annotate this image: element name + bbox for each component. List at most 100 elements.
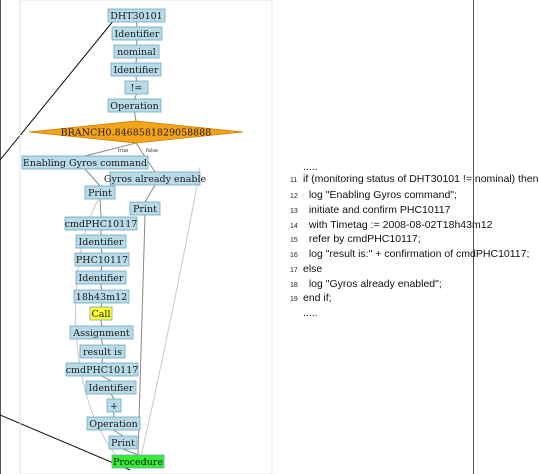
code-line: 13 initiate and confirm PHC10117 (290, 204, 450, 218)
flow-node: BRANCH0.8468581829058888 (28, 120, 244, 144)
node-label: cmdPHC10117 (66, 365, 139, 376)
flow-node: Procedure (111, 454, 165, 469)
node-label: Gyros already enable (104, 174, 207, 185)
node-box (75, 234, 127, 249)
flow-node: Identifier (75, 234, 127, 249)
flow-node: result is (79, 344, 126, 359)
zoom-line-top (0, 19, 115, 161)
code-line: 19 end if; (290, 292, 332, 306)
line-number: 19 (290, 296, 298, 303)
node-box (64, 216, 138, 231)
node-label: nominal (117, 47, 156, 58)
line-number: 14 (290, 223, 298, 230)
node-box (111, 26, 163, 41)
code-line: 15 refer by cmdPHC10117; (290, 233, 421, 247)
edge-n15-n16 (100, 302, 102, 308)
flow-node: cmdPHC10117 (65, 362, 139, 377)
procedure-node-box (111, 454, 165, 469)
flow-node: Operation (86, 416, 141, 431)
line-text: end if; (303, 292, 332, 304)
code-line: ..... (290, 307, 318, 319)
zoom-line-bottom (0, 414, 131, 471)
edge-n18-n19 (101, 357, 103, 364)
line-number: 18 (290, 282, 298, 289)
line-number: 11 (290, 177, 298, 184)
flow-node: Gyros already enable (104, 171, 207, 186)
node-box (85, 380, 137, 395)
node-label: Identifier (114, 65, 159, 76)
line-text: if (monitoring status of DHT30101 != nom… (303, 173, 539, 185)
line-text: ..... (303, 161, 318, 173)
edge-n2-n3 (135, 57, 137, 64)
code-line: 14 with Timetag := 2008-08-02T18h43m12 (290, 219, 492, 233)
code-line: ..... (290, 161, 318, 173)
code-line: 12 log "Enabling Gyros command"; (290, 189, 457, 203)
code-listing: ..... 11 if (monitoring status of DHT30101… (290, 161, 539, 331)
flow-node: DHT30101 (107, 8, 166, 23)
node-label: Procedure (113, 457, 163, 468)
node-label: Enabling Gyros command (23, 158, 147, 169)
edge-n7-n9 (84, 168, 101, 187)
node-box (75, 270, 127, 285)
node-box (106, 398, 122, 413)
edge-n6-n7 (84, 142, 137, 157)
node-label: result is (83, 347, 122, 358)
line-text: initiate and confirm PHC10117 (303, 204, 451, 216)
node-box (107, 98, 162, 113)
flow-node: + (106, 398, 122, 413)
line-number: 16 (290, 252, 298, 259)
line-number: 12 (290, 193, 298, 200)
node-label: Operation (89, 419, 137, 430)
node-label: + (110, 401, 118, 412)
node-label: Identifier (79, 237, 124, 248)
edge-label-true: true (118, 148, 128, 154)
flow-node: Call (89, 306, 113, 321)
flow-node: Print (129, 201, 161, 216)
flow-node: cmdPHC10117 (64, 216, 138, 231)
node-box (107, 8, 166, 23)
flow-node: Identifier (75, 270, 127, 285)
node-label: BRANCH0.8468581829058888 (61, 127, 212, 138)
edge-n3-n4 (135, 75, 137, 82)
flow-node: Identifier (111, 26, 163, 41)
node-box (109, 171, 201, 186)
node-label: DHT30101 (110, 11, 162, 22)
edge-n19-n20 (101, 375, 112, 382)
flow-node: Identifier (85, 380, 137, 395)
flow-node: != (124, 80, 149, 95)
branch-diamond (28, 120, 244, 144)
line-text: else (303, 263, 323, 275)
edge-n17-n18 (101, 338, 103, 346)
node-label: Print (133, 204, 157, 215)
node-box (69, 325, 134, 340)
node-label: Print (88, 188, 112, 199)
line-text: with Timetag := 2008-08-02T18h43m12 (303, 219, 493, 231)
node-label: Identifier (79, 273, 124, 284)
line-text: log "Enabling Gyros command"; (303, 189, 457, 201)
edge-n23-n24 (122, 448, 139, 456)
edge-n13-n14 (100, 265, 103, 272)
node-label: Operation (110, 101, 158, 112)
node-box (108, 435, 138, 450)
node-box (21, 155, 149, 170)
edge-n10-n24 (137, 214, 146, 456)
edge-n0-n1 (136, 21, 138, 28)
nodes: DHT30101IdentifiernominalIdentifier!=Ope… (21, 8, 244, 469)
flow-diagram: DHT30101IdentifiernominalIdentifier!=Ope… (0, 0, 474, 474)
flow-frame (19, 0, 273, 474)
edge-n4-n5 (134, 93, 137, 100)
flow-node: Print (108, 435, 138, 450)
edge-n9-n11 (99, 198, 102, 218)
edge-n12-n13 (100, 247, 103, 254)
node-box (124, 80, 149, 95)
edge-n16-n17 (100, 319, 102, 327)
node-label: Call (91, 309, 110, 320)
edge-n22-n23 (113, 429, 124, 437)
node-box (73, 289, 130, 304)
node-label: Identifier (115, 29, 160, 40)
flow-node: Assignment (69, 325, 134, 340)
edges (84, 21, 156, 456)
flow-node: 18h43m12 (73, 289, 130, 304)
edge-n21-n22 (113, 411, 115, 418)
node-box (110, 62, 162, 77)
